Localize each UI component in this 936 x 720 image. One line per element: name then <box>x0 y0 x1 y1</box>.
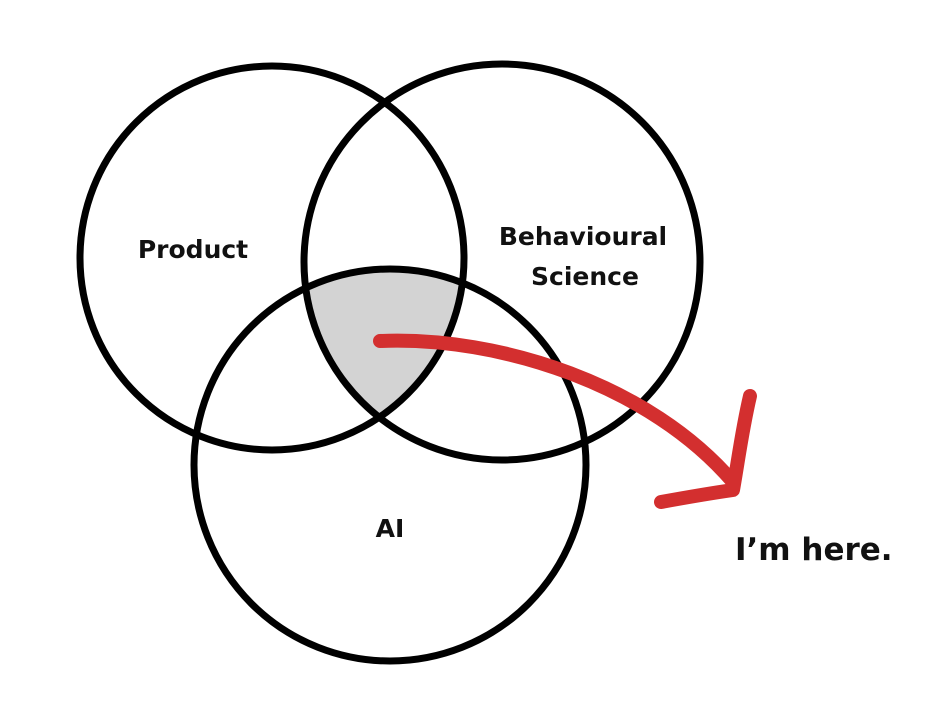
ai-label: AI <box>376 514 405 543</box>
behavioural-science-circle <box>300 60 704 464</box>
behavioural-science-label-line1: Behavioural <box>499 222 667 251</box>
callout-text: I’m here. <box>735 532 893 568</box>
ai-circle <box>190 265 590 665</box>
product-label: Product <box>138 235 248 264</box>
product-circle <box>76 62 468 454</box>
arrow-head <box>654 389 757 509</box>
behavioural-science-label-line2: Science <box>531 262 639 291</box>
arrow-curve <box>373 333 740 489</box>
